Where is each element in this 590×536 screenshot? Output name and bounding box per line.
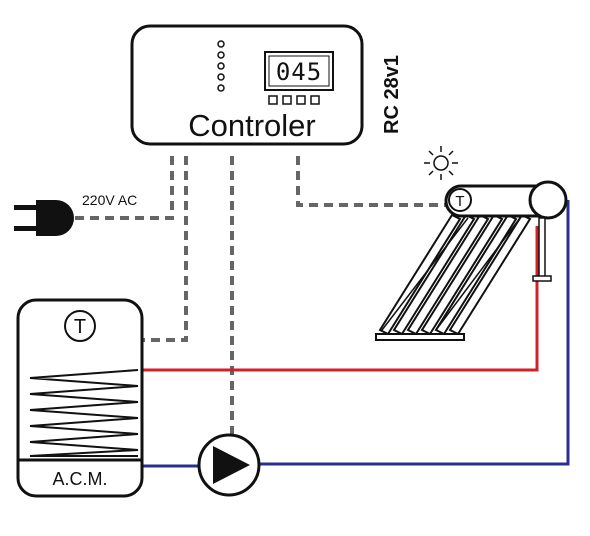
storage-tank: T A.C.M. [16,298,144,498]
status-leds [217,40,225,92]
controller-button-2 [282,95,292,105]
hot-pipe [138,226,539,372]
controller-buttons [268,95,320,105]
thermometer-sensor-icon: T [448,188,472,212]
collector-support [532,217,552,282]
sun-icon [424,146,458,180]
cold-pipe [140,200,570,468]
collector-sensor-letter: T [455,193,464,210]
plug-icon [14,200,74,236]
vacuum-tubes [378,213,532,336]
controller-label: Controler [188,108,316,143]
display-value: 045 [276,58,322,86]
collector-tank-end [528,180,568,220]
tank-sensor-letter: T [74,316,86,338]
tank-label: A.C.M. [52,469,107,489]
controller-button-1 [268,95,278,105]
solar-collector: T [375,180,568,341]
heat-exchanger-coil [29,369,139,457]
wire-collector-sensor [296,156,446,207]
controller-unit: 045 Controler [130,24,364,146]
controller-button-4 [310,95,320,105]
model-label: RC 28v1 [381,55,403,134]
power-label: 220V AC [82,192,137,208]
thermometer-sensor-icon: T [64,310,96,342]
controller-button-3 [296,95,306,105]
collector-frame [381,217,521,331]
collector-base [375,333,465,341]
pump-icon [197,433,261,497]
wire-power [60,156,174,220]
